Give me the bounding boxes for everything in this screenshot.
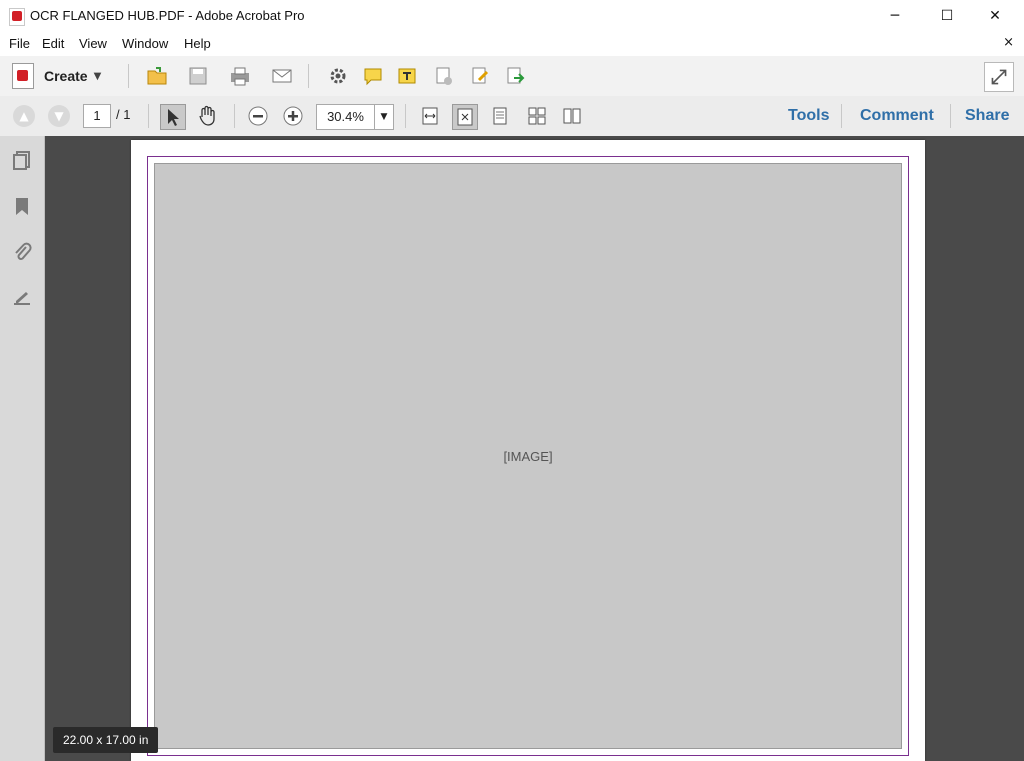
tab-divider — [950, 104, 951, 128]
create-pdf-icon — [12, 63, 34, 89]
open-folder-icon[interactable] — [145, 64, 169, 88]
fit-page-icon[interactable] — [452, 104, 478, 130]
tab-share[interactable]: Share — [965, 107, 1010, 124]
bookmark-icon[interactable] — [10, 194, 34, 218]
menu-window[interactable]: Window — [122, 36, 169, 51]
toolbar-divider — [405, 104, 406, 128]
sign-document-icon[interactable] — [468, 64, 492, 88]
fit-width-icon[interactable] — [418, 104, 442, 128]
navigation-pane — [0, 136, 45, 761]
email-icon[interactable] — [270, 64, 294, 88]
delete-page-icon[interactable] — [432, 64, 456, 88]
page-thumbnails-icon[interactable] — [10, 148, 34, 172]
previous-page-button[interactable]: ▲ — [13, 105, 35, 127]
menu-edit[interactable]: Edit — [42, 36, 65, 51]
signature-icon[interactable] — [10, 286, 34, 310]
next-page-button[interactable]: ▼ — [48, 105, 70, 127]
two-page-scroll-icon[interactable] — [525, 104, 549, 128]
menu-help[interactable]: Help — [184, 36, 211, 51]
page-number-input[interactable]: 1 — [83, 104, 111, 128]
tab-comment[interactable]: Comment — [860, 107, 934, 124]
window-title: OCR FLANGED HUB.PDF - Adobe Acrobat Pro — [30, 8, 305, 23]
minimize-button[interactable]: ─ — [890, 8, 900, 24]
acrobat-pdf-icon — [9, 8, 25, 26]
save-icon[interactable] — [186, 64, 210, 88]
title-bar: OCR FLANGED HUB.PDF - Adobe Acrobat Pro … — [0, 0, 1024, 33]
print-icon[interactable] — [228, 64, 252, 88]
zoom-in-icon[interactable] — [281, 104, 305, 128]
toolbar-divider — [128, 64, 129, 88]
toolbar-divider — [148, 104, 149, 128]
two-page-icon[interactable] — [560, 104, 584, 128]
menu-view[interactable]: View — [79, 36, 107, 51]
page-size-tooltip: 22.00 x 17.00 in — [53, 727, 159, 753]
highlight-text-icon[interactable] — [396, 64, 420, 88]
select-tool-icon[interactable] — [160, 104, 186, 130]
main-toolbar: Create ▼ — [0, 56, 1024, 97]
attachment-paperclip-icon[interactable] — [10, 240, 34, 264]
chevron-down-icon: ▼ — [374, 105, 393, 129]
export-document-icon[interactable] — [503, 64, 527, 88]
single-page-icon[interactable] — [488, 104, 512, 128]
pdf-page: [IMAGE] — [131, 140, 925, 761]
tab-divider — [841, 104, 842, 128]
navigation-toolbar: ▲ ▼ — [0, 96, 1024, 137]
hand-tool-icon[interactable] — [195, 104, 219, 128]
menu-file[interactable]: File — [9, 36, 30, 51]
create-button[interactable]: Create ▼ — [12, 62, 112, 90]
zoom-level-value: 30.4% — [327, 109, 364, 124]
drawing-sheet-border: [IMAGE] — [147, 156, 909, 756]
menu-bar: File Edit View Window Help × — [0, 32, 1024, 57]
gear-icon[interactable] — [326, 64, 350, 88]
close-document-icon[interactable]: × — [1003, 35, 1014, 50]
chevron-down-icon: ▼ — [93, 70, 102, 82]
close-button[interactable]: ✕ — [989, 8, 1001, 24]
zoom-level-select[interactable]: 30.4% ▼ — [316, 104, 394, 130]
expand-view-button[interactable] — [984, 62, 1014, 92]
document-viewport[interactable]: [IMAGE] — [45, 136, 1024, 761]
engineering-drawing-placeholder: [IMAGE] — [154, 163, 902, 749]
expand-arrows-icon — [991, 69, 1007, 85]
zoom-out-icon[interactable] — [246, 104, 270, 128]
toolbar-divider — [234, 104, 235, 128]
comment-bubble-icon[interactable] — [361, 64, 385, 88]
toolbar-divider — [308, 64, 309, 88]
tab-tools[interactable]: Tools — [788, 107, 830, 124]
page-total: / 1 — [116, 107, 131, 122]
create-label: Create — [44, 68, 88, 84]
maximize-button[interactable]: ☐ — [940, 8, 954, 24]
